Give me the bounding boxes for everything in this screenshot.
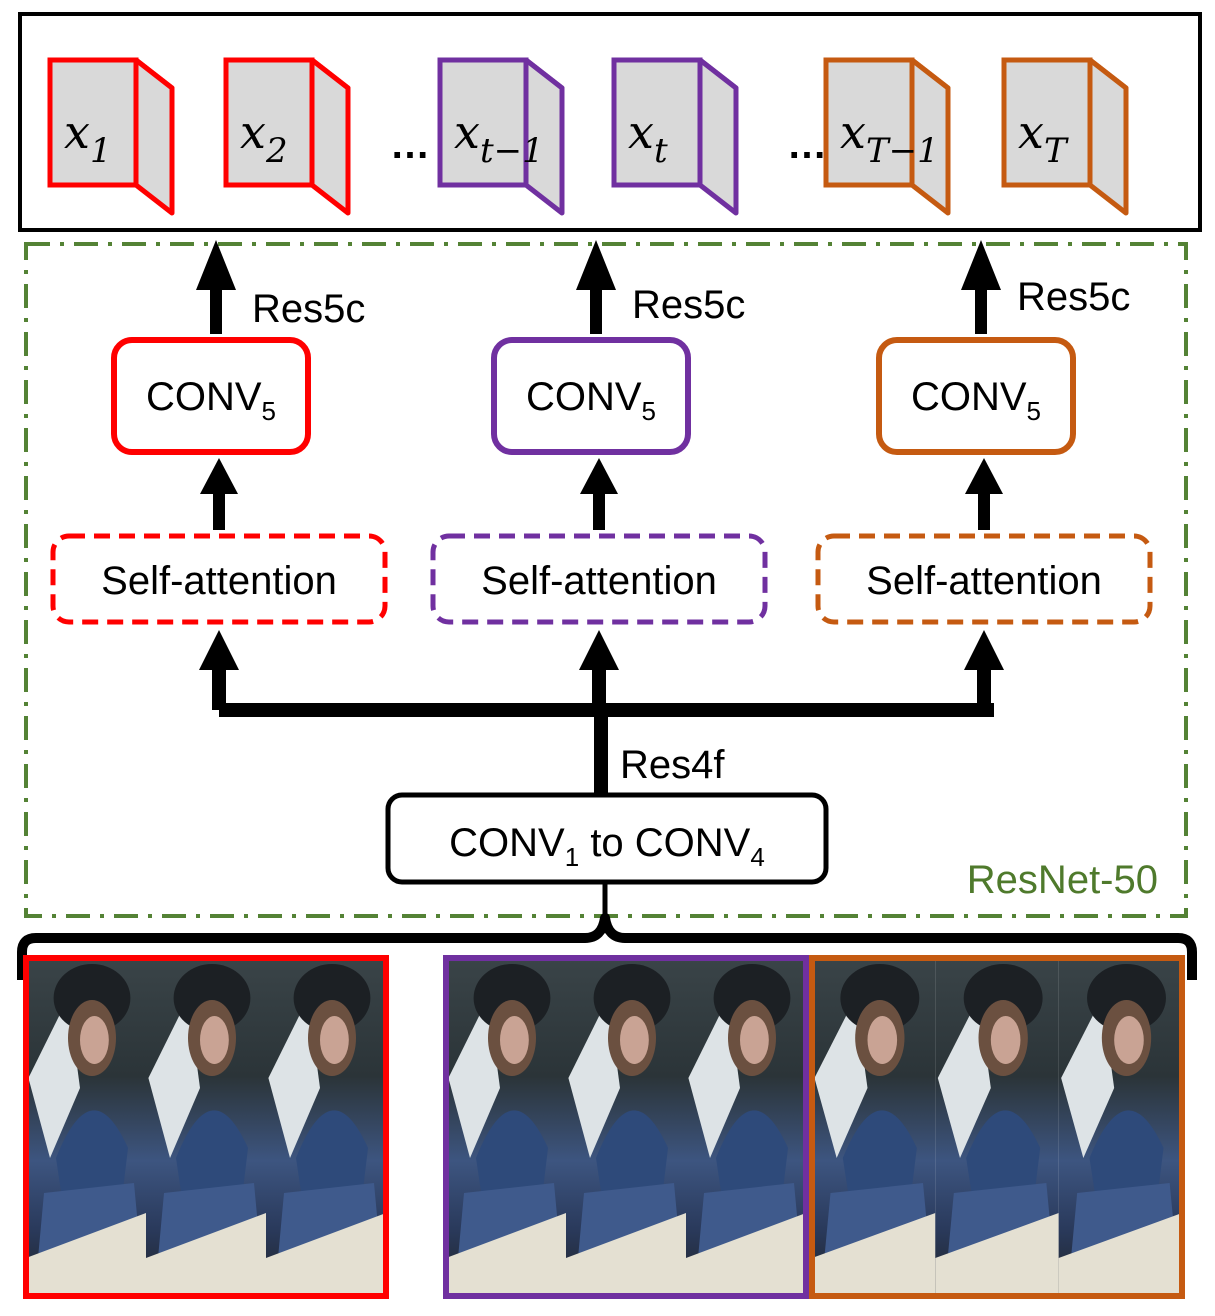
arrowhead (580, 458, 618, 494)
cube-side (133, 57, 175, 216)
cube-front (1001, 57, 1093, 188)
cube-side (909, 57, 951, 216)
self-attention-label: Self-attention (101, 559, 337, 603)
self-attention-box (430, 533, 768, 625)
self-attention-box (815, 533, 1153, 625)
video-frame (26, 958, 146, 1296)
shared-connector (219, 703, 994, 796)
arrowhead (961, 240, 1001, 290)
video-frame (935, 958, 1059, 1296)
frame-group-3 (809, 955, 1185, 1299)
feature-cube-6: xT (1001, 57, 1129, 216)
frame-group-border (23, 955, 389, 1299)
feature-cube-4: xt (611, 57, 739, 216)
conv5-label: CONV5 (526, 375, 656, 426)
cube-front (823, 57, 915, 188)
arrowhead (200, 458, 238, 494)
cube-side (1087, 57, 1129, 216)
feature-label: xT (1018, 105, 1069, 171)
cube-front (437, 57, 529, 188)
video-frame (1058, 958, 1182, 1296)
res5c-label: Res5c (632, 283, 745, 327)
video-frame (146, 958, 266, 1296)
res5c-label: Res5c (252, 287, 365, 331)
branch-2: Self-attention CONV5 Res5c (430, 240, 768, 710)
cube-side (697, 57, 739, 216)
cube-front (47, 57, 139, 188)
self-attention-box (50, 533, 388, 625)
video-frame (812, 958, 936, 1296)
self-attention-label: Self-attention (866, 559, 1102, 603)
branch-3: Self-attention CONV5 Res5c (815, 240, 1153, 710)
arrowhead (576, 240, 616, 290)
feature-label: xt−1 (454, 105, 544, 171)
frame-group-1 (23, 955, 389, 1299)
branch-1: Self-attention CONV5 Res5c (50, 240, 388, 710)
ellipsis-1: … (390, 123, 430, 167)
cube-side (523, 57, 565, 216)
cube-front (611, 57, 703, 188)
arrowhead (199, 630, 239, 670)
feature-cube-2: x2 (223, 57, 351, 216)
feature-label: xt (628, 105, 668, 171)
feature-label: x1 (64, 105, 112, 171)
conv5-label: CONV5 (911, 375, 1041, 426)
input-brace (17, 913, 1197, 980)
video-frame (266, 958, 386, 1296)
feature-cube-5: xT−1 (823, 57, 951, 216)
self-attention-label: Self-attention (481, 559, 717, 603)
video-frame (686, 958, 806, 1296)
conv5-label: CONV5 (146, 375, 276, 426)
video-frame (566, 958, 686, 1296)
arrowhead (965, 458, 1003, 494)
arrowhead (579, 630, 619, 670)
resnet50-label: ResNet-50 (967, 858, 1158, 902)
frame-group-border (809, 955, 1185, 1299)
ellipsis-2: … (787, 123, 827, 167)
conv5-block (491, 337, 691, 455)
frame-group-border (443, 955, 809, 1299)
res4f-label: Res4f (620, 743, 725, 787)
feature-cube-1: x1 (47, 57, 175, 216)
conv1-to-conv4-label: CONV1 to CONV4 (449, 821, 765, 872)
feature-cube-3: xt−1 (437, 57, 565, 216)
conv5-block (876, 337, 1076, 455)
res5c-label: Res5c (1017, 275, 1130, 319)
feature-label: xT−1 (840, 105, 939, 171)
conv5-block (111, 337, 311, 455)
video-frame (446, 958, 566, 1296)
input-frames (23, 955, 1185, 1299)
feature-label: x2 (240, 105, 288, 171)
cube-side (309, 57, 351, 216)
arrowhead (196, 240, 236, 290)
frame-group-2 (443, 955, 809, 1299)
arrowhead (964, 630, 1004, 670)
feature-cubes: x1 x2 xt−1 xt xT−1 xT (47, 57, 1129, 216)
